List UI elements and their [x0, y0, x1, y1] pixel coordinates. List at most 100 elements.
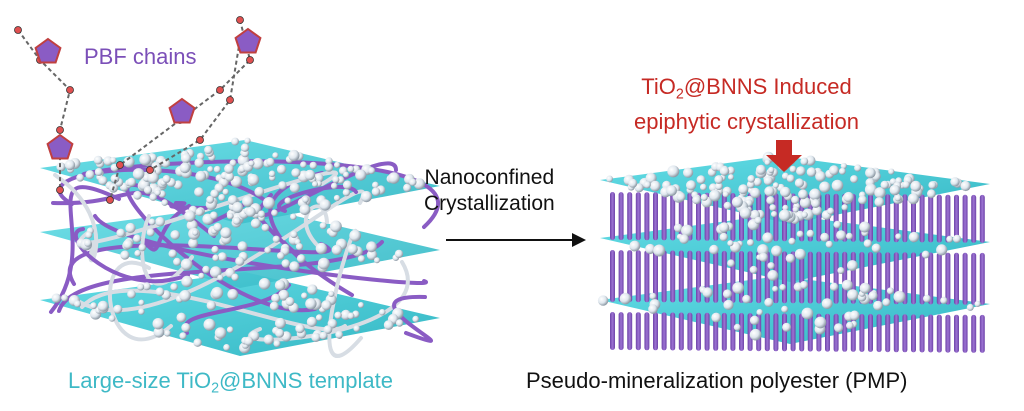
particle [781, 305, 789, 313]
lamella-fold [773, 313, 779, 352]
particle [334, 161, 341, 169]
particle [278, 289, 290, 301]
particle [811, 199, 821, 208]
particle [307, 284, 318, 295]
particle [155, 287, 165, 297]
particle [194, 158, 204, 168]
lamella-fold [928, 252, 934, 305]
induced-label-line1: TiO2@BNNS Induced [641, 74, 852, 103]
particle [923, 294, 931, 303]
particle [812, 205, 822, 216]
particle [302, 196, 309, 203]
particle [268, 170, 276, 178]
particle [764, 186, 775, 197]
pmp-stack [597, 151, 990, 353]
particle [192, 229, 199, 236]
lamella-fold [644, 250, 650, 303]
chain-atom [14, 26, 22, 34]
particle [814, 316, 827, 329]
particle [768, 166, 775, 174]
lamella-fold [825, 313, 830, 352]
particle [290, 230, 298, 239]
particle [796, 230, 804, 238]
particle [161, 158, 171, 168]
particle [412, 315, 420, 323]
lamella-fold [661, 312, 667, 351]
particle [194, 187, 204, 197]
particle [936, 244, 948, 256]
lamella-fold [790, 313, 796, 352]
particle [271, 209, 278, 217]
particle [645, 243, 656, 255]
particle [719, 166, 730, 176]
particle [368, 167, 376, 175]
particle [819, 181, 831, 193]
particle [176, 312, 187, 323]
particle [383, 320, 394, 330]
particle [634, 183, 644, 193]
particle [772, 182, 779, 189]
particle [366, 241, 377, 253]
lamella-fold [687, 312, 693, 351]
particle [232, 216, 241, 225]
chain-backbone [149, 39, 241, 171]
particle [372, 181, 379, 189]
particle [696, 175, 706, 185]
particle [289, 261, 300, 272]
particle [767, 262, 775, 270]
particle [950, 177, 960, 187]
particle [673, 223, 683, 233]
particle [226, 326, 234, 334]
particle [921, 250, 930, 259]
lamella-fold [687, 250, 693, 303]
particle [170, 230, 180, 240]
particle [952, 234, 962, 243]
particle [179, 332, 187, 340]
particle [902, 180, 910, 189]
polymer-chain [49, 185, 121, 314]
particle [927, 189, 936, 199]
lamella-fold [971, 194, 977, 243]
lamella-fold [644, 312, 650, 351]
particle [154, 189, 161, 196]
lamella-fold [627, 192, 633, 241]
particle [667, 165, 680, 178]
particle [222, 188, 229, 196]
particle [247, 174, 260, 186]
particle [309, 161, 317, 170]
particle [874, 197, 885, 207]
particle [403, 183, 412, 192]
lamella-fold [696, 250, 701, 303]
particle [98, 176, 108, 186]
particle [850, 175, 859, 184]
particle [321, 300, 332, 311]
particle [242, 195, 254, 207]
particle [849, 310, 860, 321]
particle [388, 172, 400, 184]
particle [738, 184, 749, 195]
lamella-fold [842, 251, 848, 304]
lamella-fold [610, 250, 615, 302]
particle [859, 282, 871, 294]
particle [679, 234, 689, 244]
lamella-fold [945, 194, 951, 243]
particle [277, 252, 285, 260]
particle [888, 168, 895, 175]
process-label-line2: Crystallization [424, 192, 555, 215]
particle [854, 164, 862, 172]
induced-label: TiO2@BNNS Induced epiphytic crystallizat… [634, 73, 859, 136]
particle [374, 257, 380, 264]
particle [155, 216, 165, 227]
particle [347, 165, 355, 173]
particle [711, 312, 722, 323]
particle [758, 252, 769, 262]
induced-arrow [766, 140, 802, 172]
particle [756, 164, 766, 175]
lamella-fold [842, 313, 848, 352]
particle [723, 299, 734, 310]
lamella-fold [678, 312, 684, 351]
particle [127, 177, 136, 187]
chain-atom [116, 161, 124, 169]
particle [791, 195, 800, 204]
particle [138, 299, 145, 306]
